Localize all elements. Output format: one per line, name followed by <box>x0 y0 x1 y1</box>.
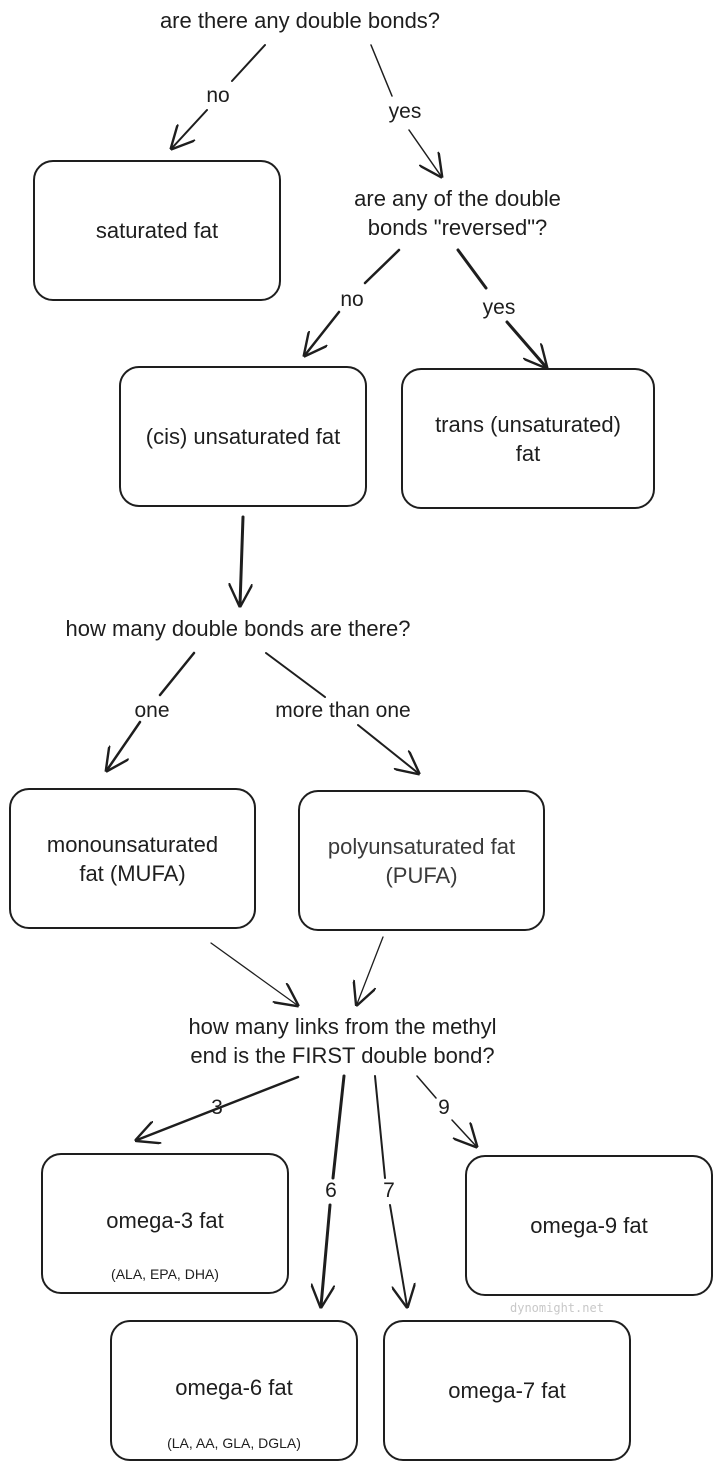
box-pufa: polyunsaturated fat (PUFA) <box>298 790 545 931</box>
edge-q4-3 <box>137 1075 300 1140</box>
edge-label-6: 6 <box>325 1179 337 1202</box>
edge-label-no-1: no <box>206 84 230 107</box>
edge-q2-no <box>305 248 401 355</box>
box-omega-7: omega-7 fat <box>383 1320 631 1461</box>
edge-label-no-2: no <box>340 288 364 311</box>
edge-cis-q3 <box>240 515 243 605</box>
box-omega-9: omega-9 fat <box>465 1155 713 1296</box>
question-double-bonds: are there any double bonds? <box>159 8 441 33</box>
box-trans-title-line2: fat <box>515 440 541 466</box>
edge-label-yes-1: yes <box>388 100 422 123</box>
box-omega-3: omega-3 fat (ALA, EPA, DHA) <box>41 1153 289 1294</box>
question-first-double-bond: how many links from the methyl end is th… <box>130 1012 555 1070</box>
question-reversed-line2: bonds "reversed"? <box>367 215 548 240</box>
edge-label-yes-2: yes <box>482 296 516 319</box>
edge-q4-6 <box>321 1074 344 1306</box>
box-omega-9-title: omega-9 fat <box>530 1213 648 1238</box>
edge-label-9: 9 <box>438 1096 450 1119</box>
box-omega-7-title: omega-7 fat <box>448 1378 566 1403</box>
box-saturated-fat: saturated fat <box>33 160 281 301</box>
box-cis-unsaturated-fat: (cis) unsaturated fat <box>119 366 367 507</box>
question-reversed-line1: are any of the double <box>354 186 561 211</box>
box-saturated-fat-title: saturated fat <box>95 218 219 243</box>
edge-q1-yes <box>370 44 441 176</box>
edge-q4-7 <box>374 1075 407 1306</box>
edge-q3-more <box>265 652 418 773</box>
box-pufa-title-line1: polyunsaturated fat <box>327 833 516 859</box>
box-pufa-title-line2: (PUFA) <box>385 862 458 888</box>
watermark: dynomight.net <box>510 1301 604 1315</box>
edge-label-7: 7 <box>383 1179 395 1202</box>
edge-q2-yes <box>456 248 546 367</box>
question-first-double-bond-line2: end is the FIRST double bond? <box>190 1043 495 1068</box>
edge-mufa-q4 <box>210 942 297 1005</box>
edge-q4-9 <box>416 1075 476 1146</box>
box-trans-title-line1: trans (unsaturated) <box>435 411 621 437</box>
edge-label-more-than-one: more than one <box>275 699 411 722</box>
box-omega-6: omega-6 fat (LA, AA, GLA, DGLA) <box>110 1320 358 1461</box>
edge-q1-no <box>172 44 266 148</box>
box-cis-title: (cis) unsaturated fat <box>145 424 341 449</box>
edge-label-3: 3 <box>211 1096 223 1119</box>
box-mufa-title-line1: monounsaturated <box>46 831 219 857</box>
box-omega-3-title: omega-3 fat <box>106 1208 224 1233</box>
box-omega-6-title: omega-6 fat <box>175 1375 293 1400</box>
question-first-double-bond-line1: how many links from the methyl <box>188 1014 497 1039</box>
box-omega-3-examples: (ALA, EPA, DHA) <box>111 1266 219 1282</box>
box-mufa: monounsaturated fat (MUFA) <box>9 788 256 929</box>
box-trans-fat: trans (unsaturated) fat <box>401 368 655 509</box>
box-mufa-title-line2: fat (MUFA) <box>79 860 186 886</box>
edge-q3-one <box>107 651 196 770</box>
question-reversed: are any of the double bonds "reversed"? <box>315 184 600 242</box>
edge-pufa-q4 <box>357 936 384 1004</box>
edge-label-one: one <box>134 699 170 722</box>
box-omega-6-examples: (LA, AA, GLA, DGLA) <box>167 1435 301 1451</box>
question-how-many: how many double bonds are there? <box>65 616 411 641</box>
